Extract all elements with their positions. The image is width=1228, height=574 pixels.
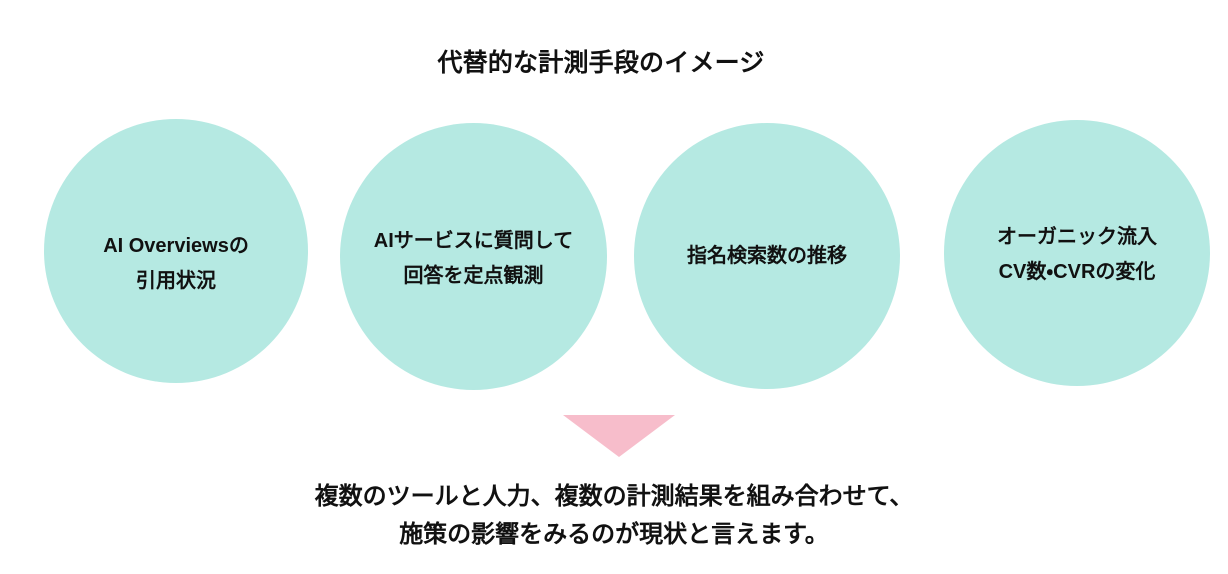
caption-block: 複数のツールと人力、複数の計測結果を組み合わせて、 施策の影響をみるのが現状と言… [0, 478, 1228, 554]
circle-node-ai-overviews-citations: AI Overviewsの 引用状況 [44, 119, 308, 383]
circle-label: AI Overviewsの 引用状況 [103, 235, 249, 292]
circle-label: AIサービスに質問して 回答を定点観測 [373, 229, 574, 287]
caption-line-2: 施策の影響をみるのが現状と言えます。 [399, 521, 829, 548]
circle-label: オーガニック流入 CV数・CVRの変化 [997, 226, 1157, 283]
circle-node-ask-ai-services: AIサービスに質問して 回答を定点観測 [340, 123, 607, 390]
circle-node-branded-search-trend: 指名検索数の推移 [634, 123, 900, 389]
circle-label: 指名検索数の推移 [687, 244, 847, 267]
circle-node-organic-cv-cvr: オーガニック流入 CV数・CVRの変化 [944, 120, 1210, 386]
page-title: 代替的な計測手段のイメージ [437, 49, 765, 77]
arrow-down-icon [563, 415, 675, 457]
caption-line-1: 複数のツールと人力、複数の計測結果を組み合わせて、 [314, 483, 914, 510]
